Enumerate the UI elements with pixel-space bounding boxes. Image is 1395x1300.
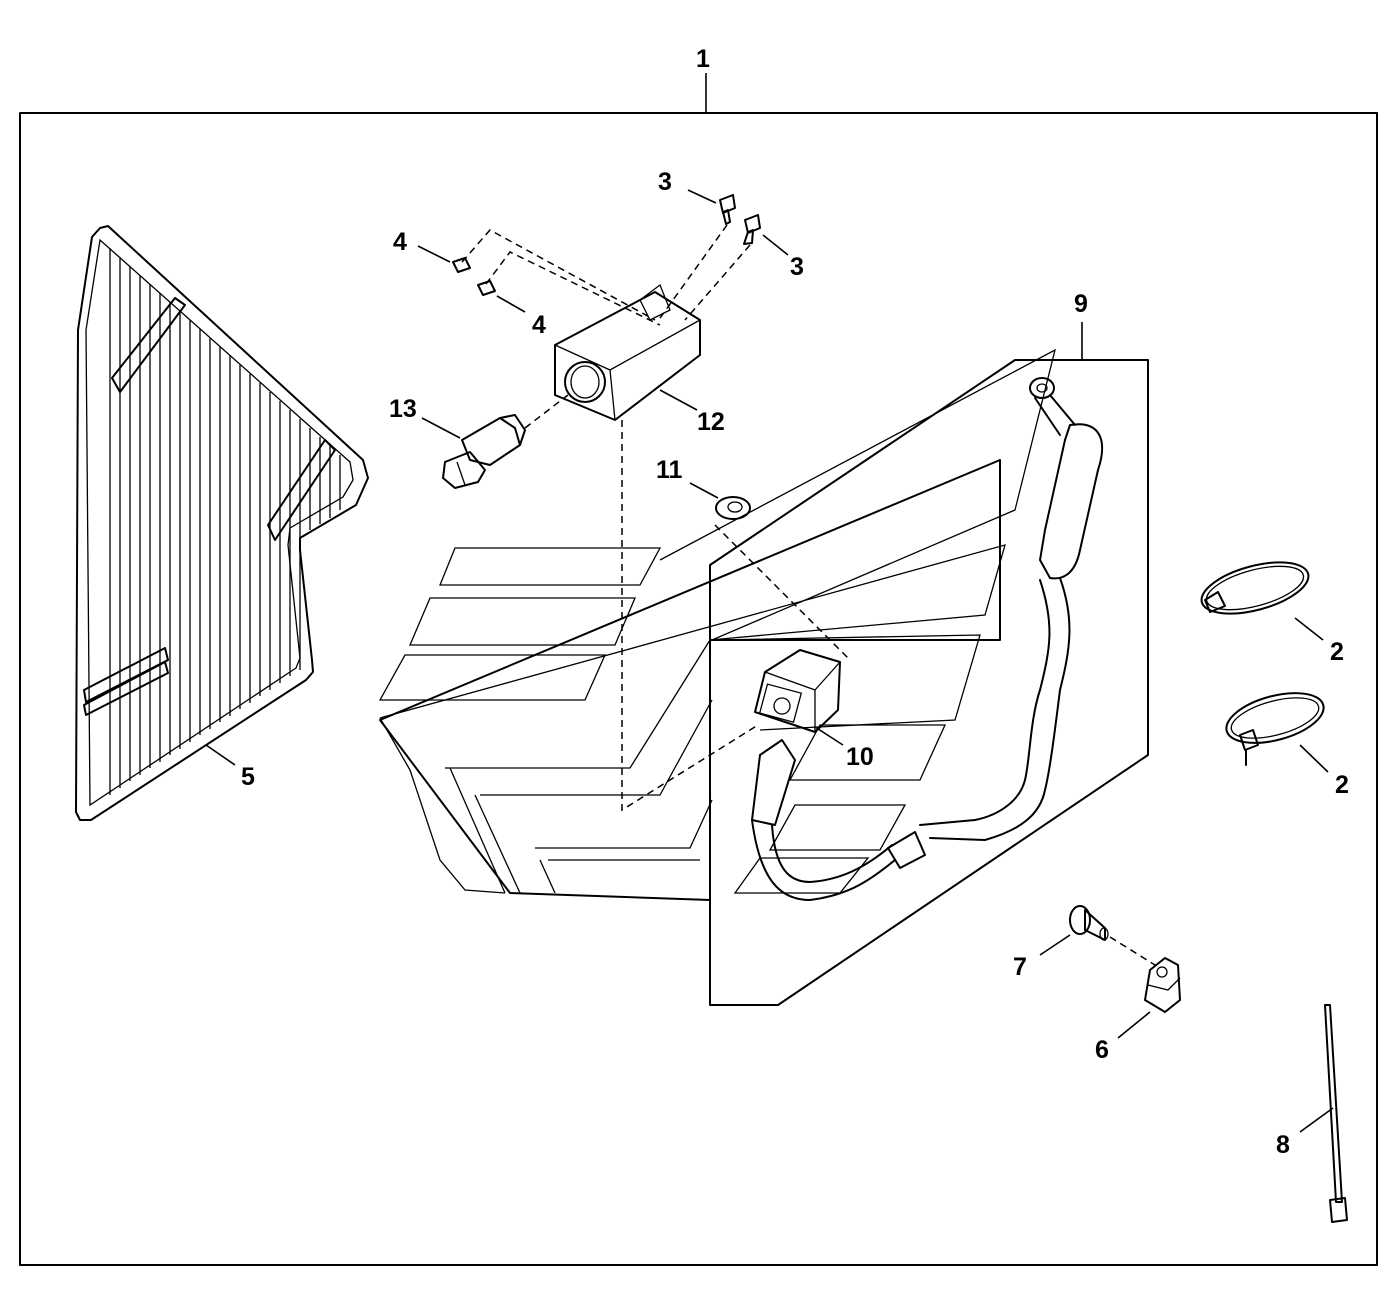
callout-labels: 1 2 2 3 3 4 4 5 6 7 8 9 10 11 12 13 [241,45,1349,1159]
part-4-nuts [417,229,661,326]
callout-3-lower: 3 [790,253,804,281]
part-13-switch [421,394,569,489]
callout-5: 5 [241,763,255,791]
callout-10: 10 [846,743,874,771]
part-11-nut [689,482,851,661]
part-6-clip [1117,957,1181,1039]
part-7-bolt [1039,905,1156,966]
part-10-terminal-cover [754,649,844,746]
callout-6: 6 [1095,1036,1109,1064]
callout-1: 1 [696,45,710,73]
kit-frame [19,73,1378,1266]
callout-11: 11 [656,456,683,484]
callout-8: 8 [1276,1131,1290,1159]
callout-2-upper: 2 [1330,638,1344,666]
callout-9: 9 [1074,290,1088,318]
part-12-bracket [554,283,701,421]
part-8-strap [1299,1004,1348,1223]
callout-13: 13 [389,395,417,423]
callout-3-upper: 3 [658,168,672,196]
assembly-guide-line [621,420,759,812]
battery [378,348,1056,901]
part-9-cable-box [709,322,1149,1006]
callout-4-lower: 4 [532,311,546,339]
callout-2-lower: 2 [1335,771,1349,799]
callout-7: 7 [1013,953,1027,981]
part-2-cable-tie-a [1200,561,1324,641]
part-3-bolts [659,189,789,321]
callout-4-upper: 4 [393,228,407,256]
callout-12: 12 [697,408,725,436]
part-9-battery-cable [751,377,1104,901]
part-2-cable-tie-b [1225,692,1329,773]
part-5-battery-guard [75,225,369,821]
